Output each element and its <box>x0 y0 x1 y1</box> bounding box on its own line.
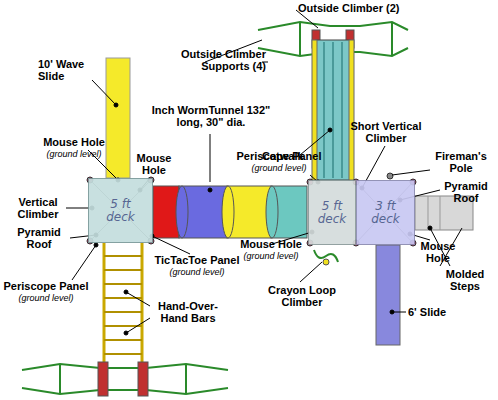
part-label: TicTacToe Panel <box>152 254 242 266</box>
deck-label: 5 ft deck <box>101 198 141 224</box>
deck-platform: 5 ft deck <box>308 180 356 245</box>
note-text: (ground level) <box>36 149 112 159</box>
part-label: Vertical Climber <box>8 196 68 220</box>
part-label: Short Vertical Climber <box>350 120 422 144</box>
note-text: (ground level) <box>236 163 322 173</box>
deck-label: 3 ft deck <box>366 200 406 226</box>
part-label: Pyramid Roof <box>438 180 494 204</box>
part-label: Outside Climber (2) <box>298 2 438 14</box>
deck-label: 5 ft deck <box>312 200 352 226</box>
part-label: Hand-Over-Hand Bars <box>146 300 230 324</box>
part-label: Molded Steps <box>436 268 494 292</box>
part-label: 10' Wave Slide <box>38 58 94 82</box>
deck-platform: 3 ft deck <box>356 180 415 245</box>
part-label: Periscope Panel <box>236 150 322 162</box>
part-label: Periscope Panel <box>2 280 90 292</box>
part-label: Inch WormTunnel 132" long, 30" dia. <box>146 104 276 128</box>
note-text: (ground level) <box>152 267 242 277</box>
deck-platform: 5 ft deck <box>88 178 153 243</box>
part-label: Crayon Loop Climber <box>266 284 338 308</box>
part-label: Mouse Hole <box>228 238 314 250</box>
note-text: (ground level) <box>228 251 314 261</box>
part-label: Mouse Hole <box>134 152 174 176</box>
part-label: Outside Climber Supports (4) <box>166 48 266 72</box>
part-label: Pyramid Roof <box>8 226 70 250</box>
part-label: Fireman's Pole <box>428 150 494 174</box>
note-text: (ground level) <box>2 293 90 303</box>
part-label: 6' Slide <box>408 306 468 318</box>
part-label: Mouse Hole <box>416 240 460 264</box>
part-label: Mouse Hole <box>36 136 112 148</box>
